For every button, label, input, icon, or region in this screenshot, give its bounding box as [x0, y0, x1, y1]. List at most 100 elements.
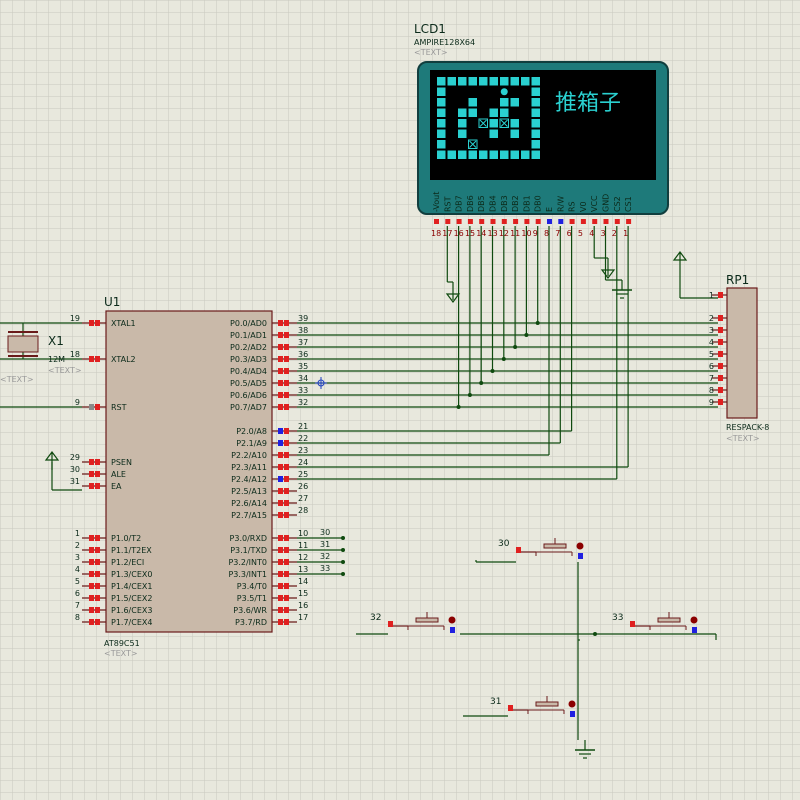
push-button[interactable]: 31: [490, 696, 576, 717]
mcu-pin-label: P2.7/A15: [231, 511, 267, 520]
lcd-wall-pixel: [521, 77, 530, 86]
mcu-pin-number: 5: [75, 577, 80, 586]
lcd-component[interactable]: LCD1 AMPIRE128X64 <TEXT> 推箱子 -Vout18RST1…: [414, 22, 669, 238]
push-button[interactable]: 32: [370, 612, 456, 633]
lcd-wall-pixel: [468, 77, 477, 86]
mcu-pin-label: P3.0/RXD: [230, 534, 267, 543]
lcd-text-placeholder: <TEXT>: [414, 48, 448, 57]
mcu-pin-number: 14: [298, 577, 308, 586]
mcu-pin-label: EA: [111, 482, 122, 491]
mcu-pin-label: P0.0/AD0: [230, 319, 267, 328]
mcu-pin-label: P2.2/A10: [231, 451, 267, 460]
mcu-pin-number: 18: [70, 350, 80, 359]
lcd-wall-pixel: [531, 77, 540, 86]
lcd-pin-label: CS2: [613, 196, 622, 212]
lcd-wall-pixel: [458, 119, 467, 128]
push-button[interactable]: 33: [612, 612, 698, 633]
lcd-pin-label: DB3: [500, 195, 509, 212]
mcu-pin-number: 28: [298, 506, 308, 515]
lcd-pin-label: DB6: [466, 195, 475, 212]
lcd-wall-pixel: [500, 98, 509, 107]
mcu-pin-number: 13: [298, 565, 308, 574]
mcu-pin-number: 27: [298, 494, 308, 503]
mcu-pin-label: RST: [111, 403, 127, 412]
mcu-pin-label: P2.4/A12: [231, 475, 267, 484]
mcu-pin-label: P1.7/CEX4: [111, 618, 152, 627]
mcu-pin-label: P1.0/T2: [111, 534, 141, 543]
mcu-pin-number: 7: [75, 601, 80, 610]
lcd-pin-label: RST: [443, 196, 452, 212]
lcd-wall-pixel: [437, 150, 446, 159]
lcd-player-pixel: [500, 88, 508, 96]
lcd-pin-marker: [456, 219, 462, 224]
lcd-wall-pixel: [510, 98, 519, 107]
mcu-component[interactable]: U1 AT89C51 <TEXT> 19XTAL118XTAL29RST29PS…: [70, 295, 308, 658]
lcd-pin-marker: [558, 219, 564, 224]
lcd-pin-label: DB2: [511, 195, 520, 212]
crystal-component[interactable]: X1 12M <TEXT> <TEXT>: [0, 331, 82, 384]
lcd-wall-pixel: [489, 150, 498, 159]
lcd-wall-pixel: [531, 119, 540, 128]
mcu-pin-label: P2.3/A11: [231, 463, 267, 472]
push-button[interactable]: 30: [498, 538, 584, 559]
lcd-wall-pixel: [510, 129, 519, 138]
button-actuator[interactable]: [568, 700, 576, 708]
respack-pin-number: 9: [709, 398, 714, 407]
mcu-pin-number: 21: [298, 422, 308, 431]
mcu-left-pins: 19XTAL118XTAL29RST29PSEN30ALE31EA1P1.0/T…: [70, 314, 153, 627]
mcu-pin-label: P1.5/CEX2: [111, 594, 152, 603]
net-label: 32: [320, 552, 330, 561]
mcu-pin-number: 31: [70, 477, 80, 486]
button-actuator[interactable]: [690, 616, 698, 624]
mcu-pin-number: 24: [298, 458, 308, 467]
respack-model: RESPACK-8: [726, 423, 769, 432]
crosshair-cursor-icon: [315, 377, 327, 389]
mcu-pin-label: P1.6/CEX3: [111, 606, 152, 615]
lcd-pin-label: R/W: [556, 196, 565, 212]
lcd-pin-number: 9: [533, 229, 538, 238]
lcd-pin-marker: [592, 219, 598, 224]
mcu-pin-number: 3: [75, 553, 80, 562]
lcd-wall-pixel: [489, 108, 498, 117]
lcd-box-pixel: [499, 118, 509, 128]
mcu-pin-label: P3.6/WR: [233, 606, 267, 615]
respack-pin-number: 5: [709, 350, 714, 359]
lcd-wall-pixel: [458, 77, 467, 86]
lcd-pin-label: V0: [579, 201, 588, 212]
lcd-pin-label: RS: [568, 201, 577, 212]
lcd-wall-pixel: [531, 150, 540, 159]
lcd-pin-number: 18: [431, 229, 441, 238]
button-actuator[interactable]: [576, 542, 584, 550]
lcd-ref: LCD1: [414, 22, 446, 36]
mcu-pin-label: P0.6/AD6: [230, 391, 267, 400]
lcd-pin-number: 6: [567, 229, 572, 238]
mcu-pin-number: 35: [298, 362, 308, 371]
lcd-pin-label: E: [545, 207, 554, 212]
mcu-pin-number: 36: [298, 350, 308, 359]
mcu-pin-label: P2.6/A14: [231, 499, 267, 508]
button-actuator[interactable]: [448, 616, 456, 624]
mcu-pin-label: ALE: [111, 470, 126, 479]
respack-pin-number: 3: [709, 326, 714, 335]
mcu-pin-number: 33: [298, 386, 308, 395]
lcd-wall-pixel: [489, 77, 498, 86]
lcd-wall-pixel: [500, 108, 509, 117]
lcd-pin-marker: [524, 219, 530, 224]
mcu-pin-label: P3.4/T0: [237, 582, 267, 591]
lcd-wall-pixel: [510, 119, 519, 128]
lcd-pin-marker: [603, 219, 609, 224]
mcu-pin-number: 9: [75, 398, 80, 407]
push-buttons[interactable]: 30 32 33 31: [370, 538, 698, 717]
lcd-wall-pixel: [458, 108, 467, 117]
lcd-pin-label: DB7: [455, 195, 464, 212]
lcd-wall-pixel: [531, 140, 540, 149]
mcu-text-placeholder: <TEXT>: [104, 649, 138, 658]
lcd-pin-label: DB0: [534, 195, 543, 212]
crystal-ref: X1: [48, 334, 64, 348]
lcd-pin-marker: [467, 219, 473, 224]
mcu-pin-number: 6: [75, 589, 80, 598]
respack-text-placeholder: <TEXT>: [726, 434, 760, 443]
